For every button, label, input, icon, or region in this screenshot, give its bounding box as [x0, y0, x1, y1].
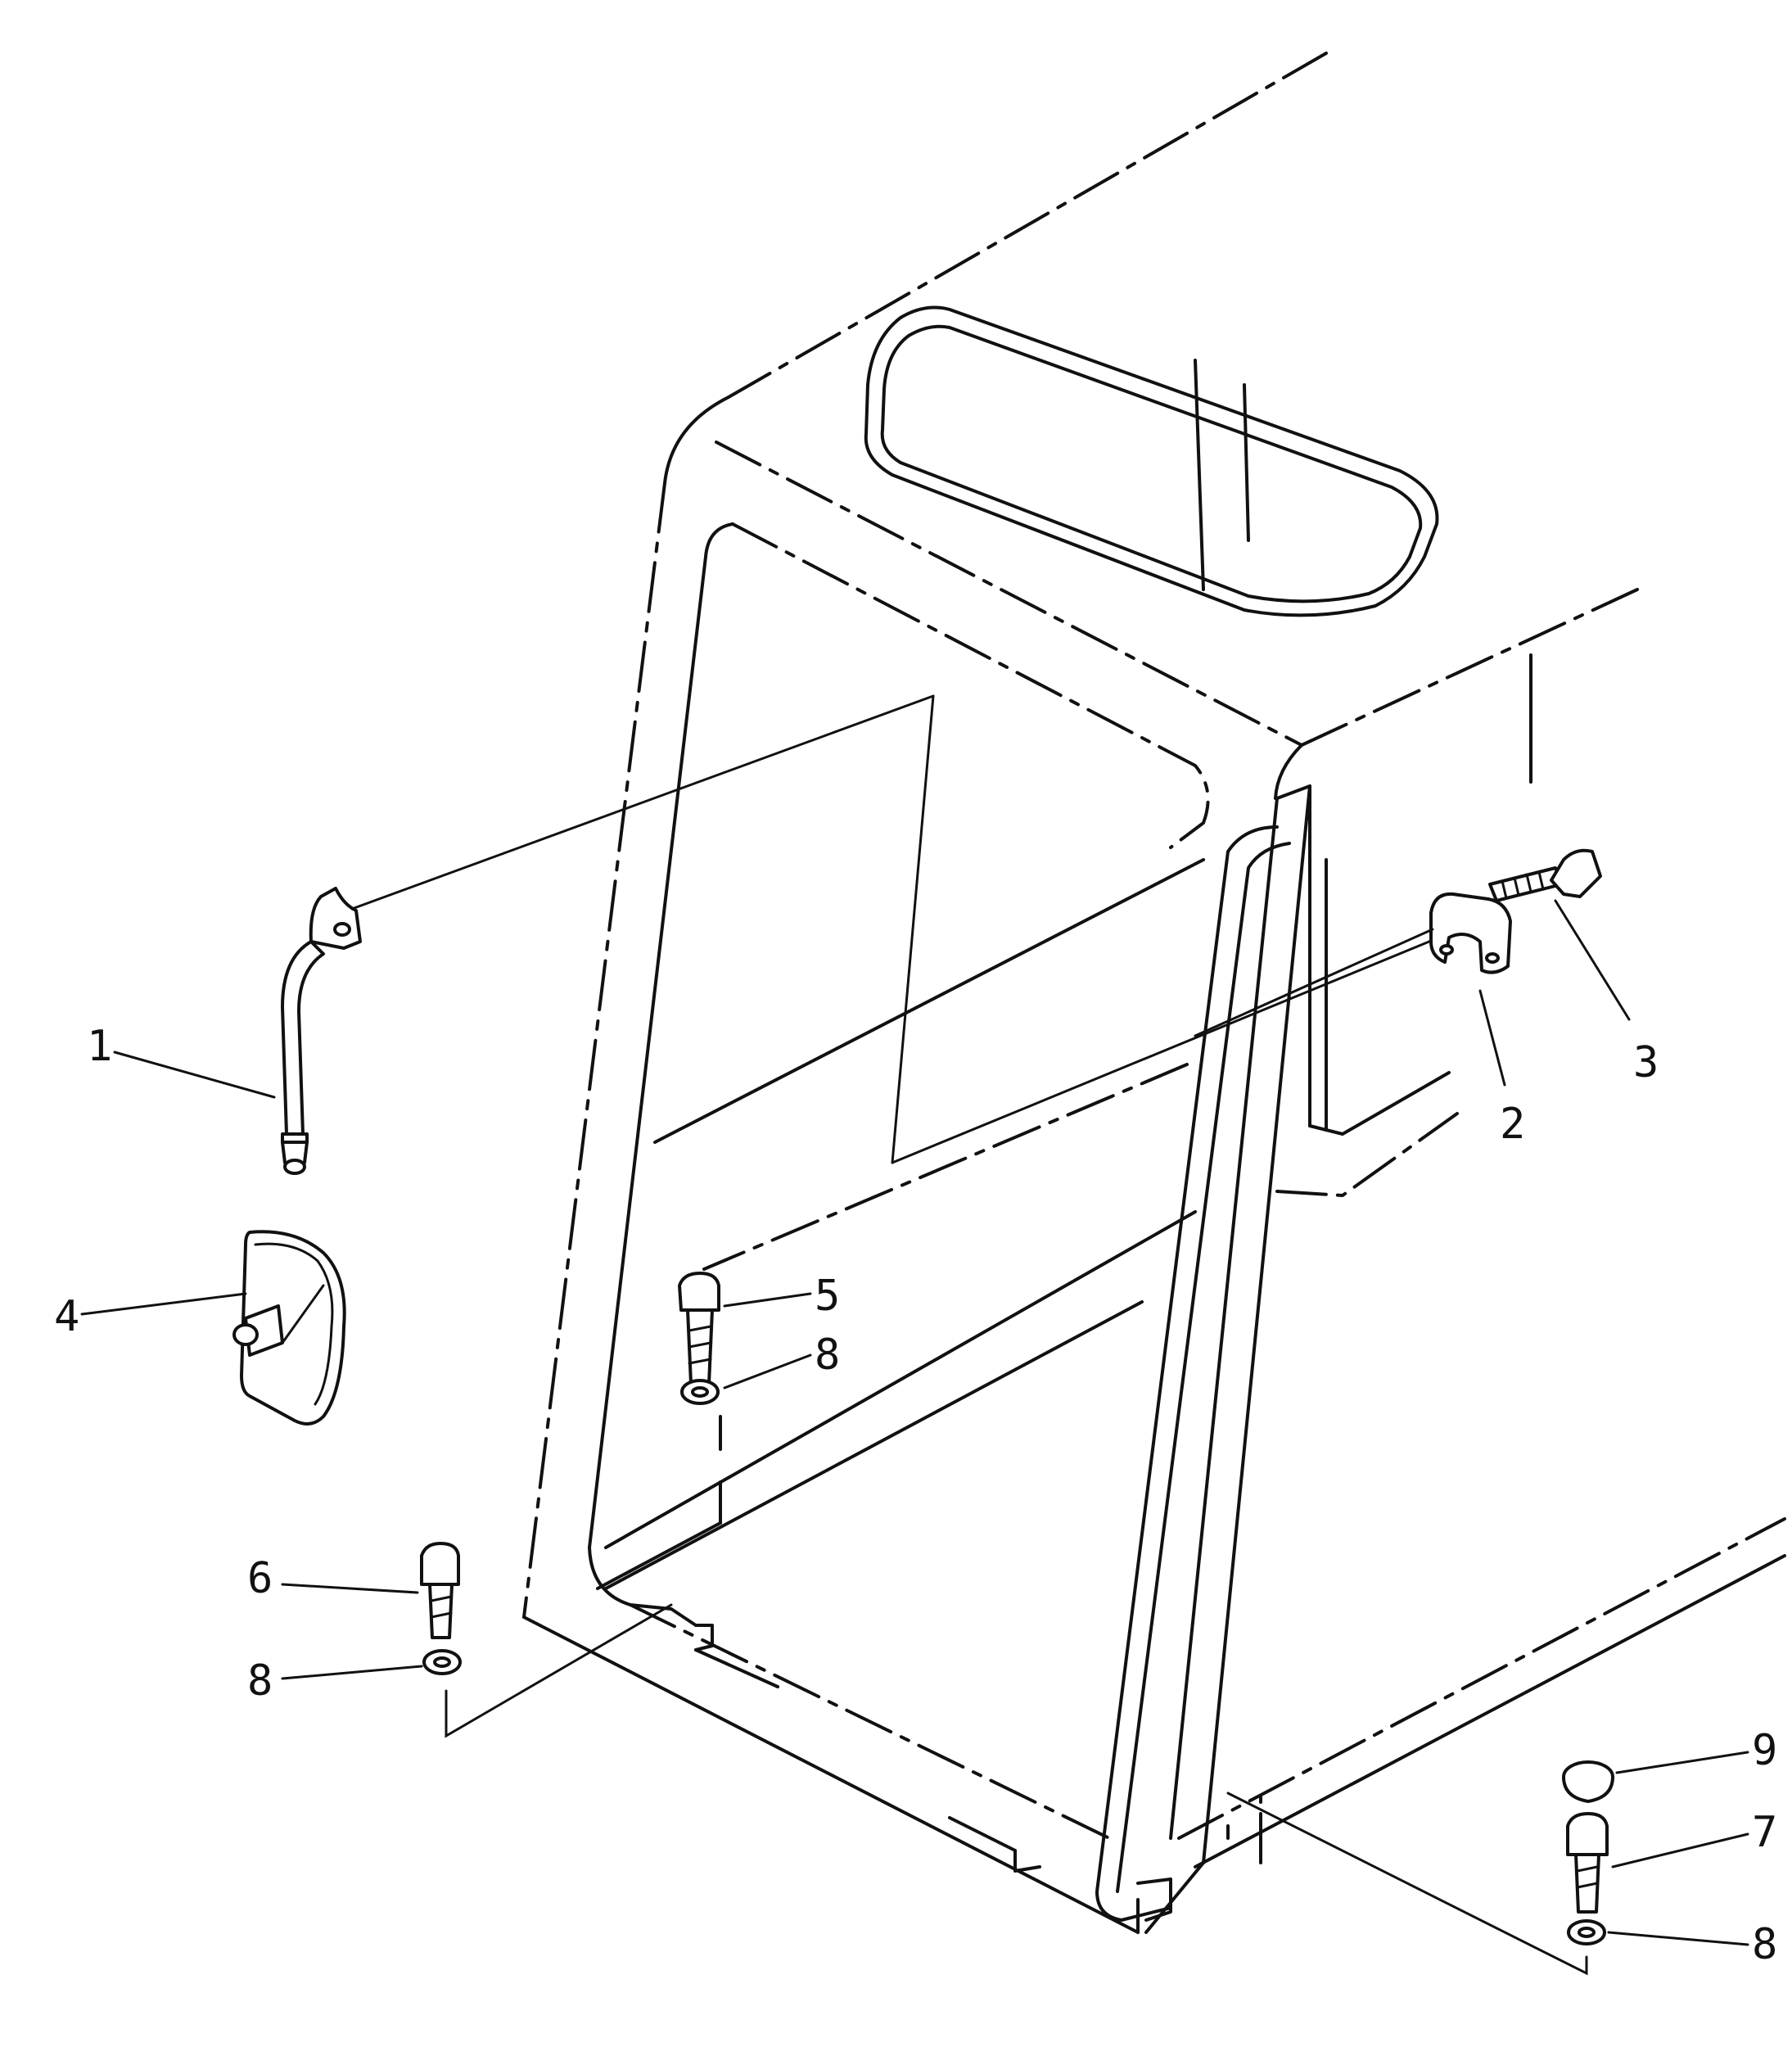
callout-3: 3 — [1633, 1038, 1659, 1087]
mirror-part — [232, 1230, 346, 1426]
callout-6: 6 — [247, 1554, 273, 1603]
clamp-part — [1194, 892, 1512, 1037]
bolt-part-5 — [678, 1272, 720, 1385]
bolt-part-7 — [1566, 1812, 1609, 1914]
callout-9: 9 — [1752, 1726, 1777, 1775]
cab-frame — [522, 52, 1786, 1934]
washer-part-8c — [1226, 1792, 1606, 1976]
callout-8-left: 8 — [247, 1656, 273, 1706]
callout-8-upper: 8 — [815, 1331, 840, 1380]
bolt-part-6 — [420, 1542, 460, 1639]
callout-labels: 1 2 3 4 5 6 7 8 8 8 9 — [54, 1022, 1777, 1969]
callout-5: 5 — [815, 1272, 840, 1321]
mirror-stay-part — [281, 694, 1451, 1175]
leader-lines — [80, 899, 1749, 1946]
washer-part-8a — [680, 1379, 720, 1405]
callout-1: 1 — [87, 1022, 112, 1071]
callout-7: 7 — [1752, 1808, 1777, 1857]
callout-8-right: 8 — [1752, 1920, 1777, 1969]
bolt-part-3 — [1488, 848, 1602, 902]
cap-part — [1562, 1760, 1614, 1803]
callout-4: 4 — [54, 1292, 79, 1341]
washer-part-8b — [422, 1603, 673, 1738]
callout-2: 2 — [1500, 1100, 1525, 1149]
